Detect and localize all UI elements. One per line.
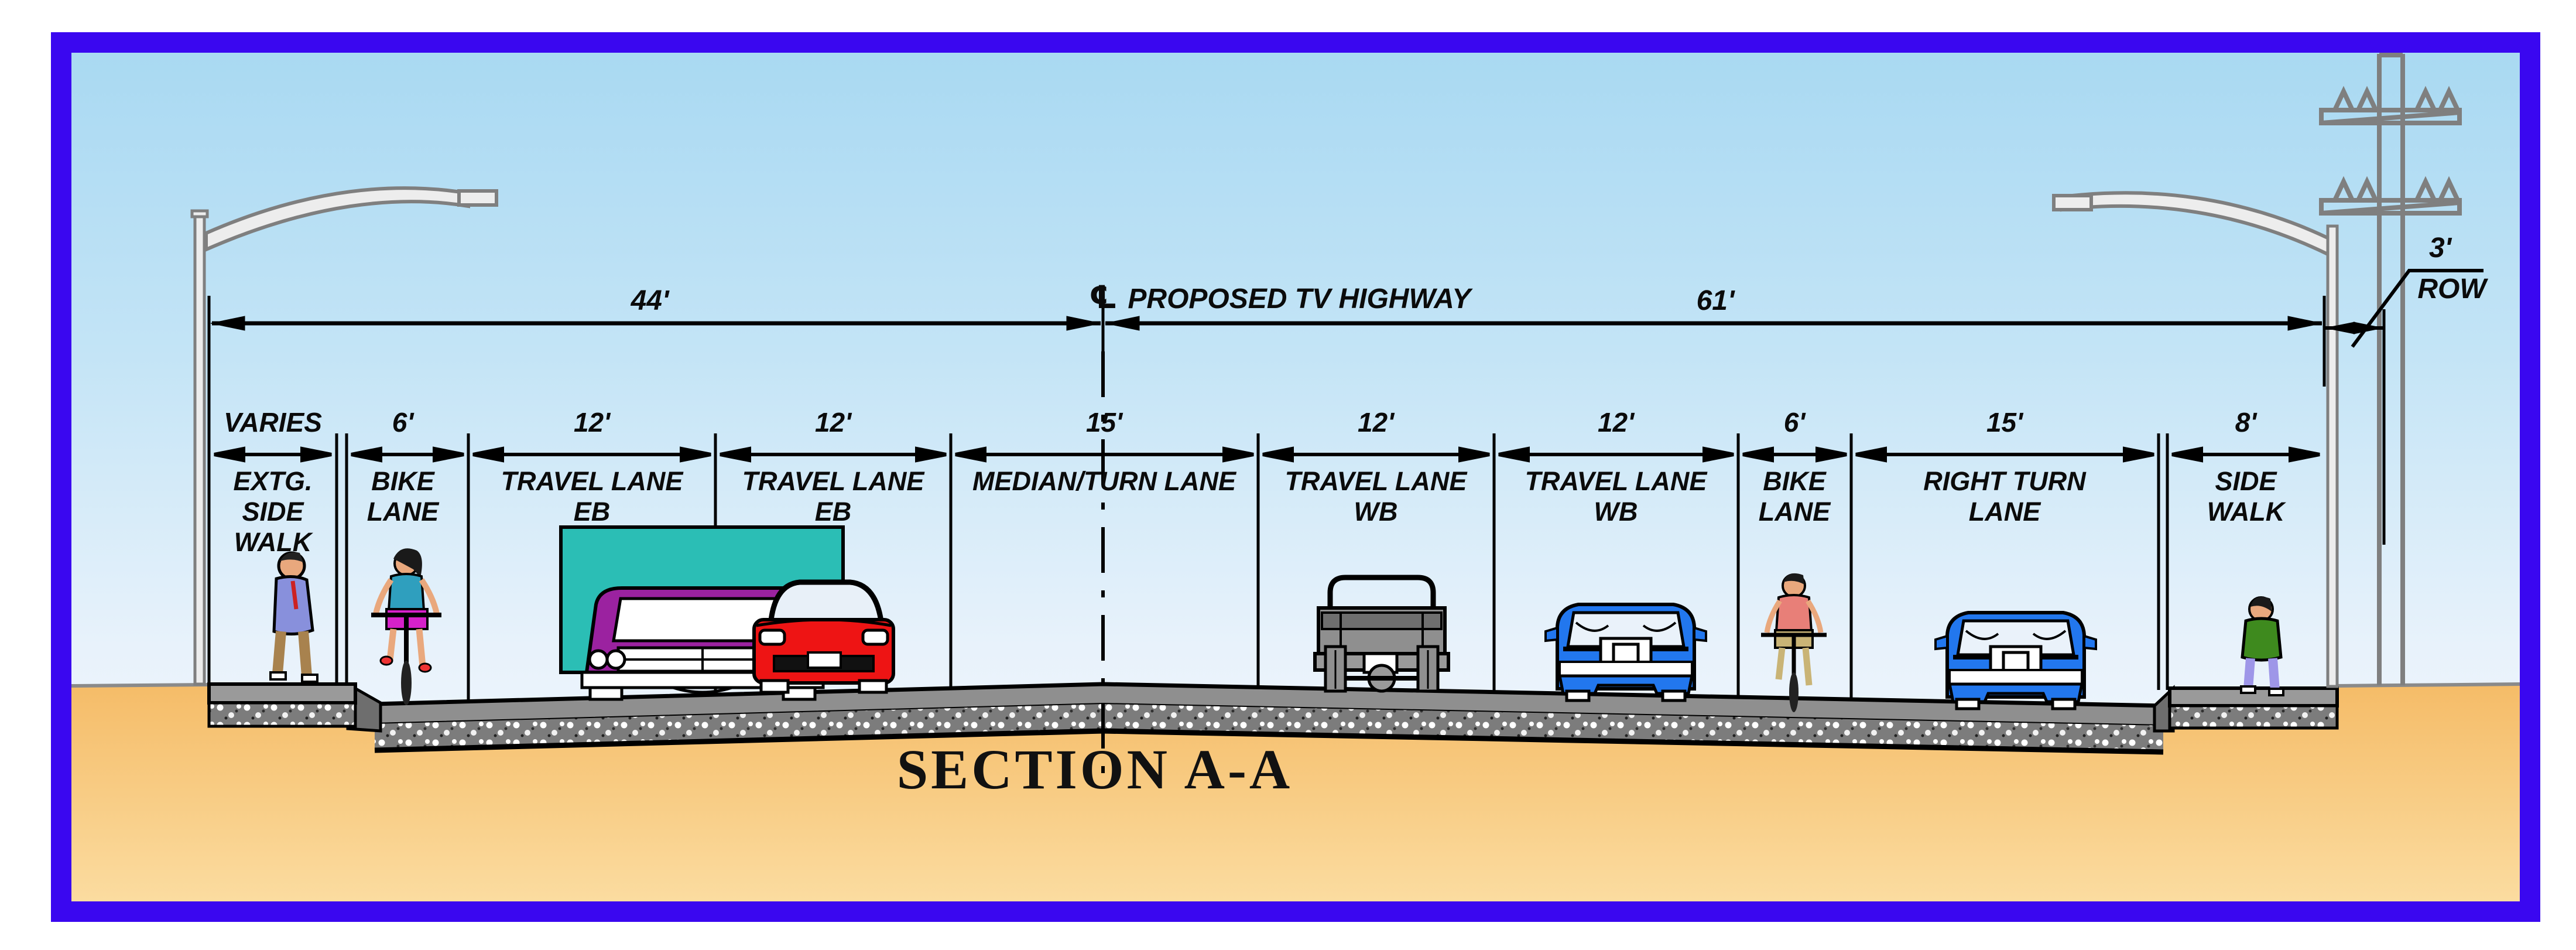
van-wb-graphic (1546, 604, 1706, 700)
centerline-label: PROPOSED TV HIGHWAY (1128, 283, 1471, 315)
lane-width-label: 12' (573, 407, 611, 438)
cyclist-bike-lane-right-graphic (1761, 573, 1827, 712)
section-artwork (71, 53, 2520, 901)
ground-line-right (2335, 682, 2520, 688)
pedestrian-left-graphic (269, 551, 318, 683)
centerline-symbol-icon: ℄ (1089, 279, 1118, 316)
lane-width-label: 15' (1085, 407, 1123, 438)
dimension-left-total: 44' (631, 285, 669, 316)
pickup-wb-graphic (1313, 575, 1450, 693)
lane-width-label: 6' (1783, 407, 1806, 438)
lane-width-label: 12' (1357, 407, 1395, 438)
ground-line-left (71, 683, 210, 688)
lane-width-label: 8' (2235, 407, 2257, 438)
pedestrian-right-graphic (2240, 596, 2284, 696)
dimension-lines (207, 269, 2483, 545)
lane-name-label: BIKE LANE (366, 466, 439, 527)
section-title: SECTION A-A (896, 738, 1293, 801)
lane-name-label: TRAVEL LANE WB (1525, 466, 1707, 527)
lane-width-label: 12' (814, 407, 852, 438)
lane-name-label: TRAVEL LANE EB (501, 466, 683, 527)
lane-width-label: VARIES (224, 407, 322, 438)
lane-width-label: 12' (1597, 407, 1635, 438)
street-light-left (190, 186, 498, 686)
dimension-right-total: 61' (1696, 285, 1735, 316)
lane-width-label: 6' (392, 407, 414, 438)
lane-name-label: SIDE WALK (2207, 466, 2285, 527)
lane-name-label: RIGHT TURN LANE (1923, 466, 2086, 527)
lane-width-arrows (214, 446, 2320, 463)
lane-name-label: EXTG. SIDE WALK (233, 466, 313, 557)
street-light-right (2052, 191, 2339, 688)
cyclist-bike-lane-left-graphic (371, 548, 441, 705)
centerline-callout: ℄ PROPOSED TV HIGHWAY (1089, 279, 1471, 316)
car-eb-graphic (752, 579, 895, 694)
van-right-turn-graphic (1936, 613, 2096, 709)
sidewalk-right (2153, 685, 2339, 733)
lane-width-label: 15' (1986, 407, 2023, 438)
lane-name-label: TRAVEL LANE EB (742, 466, 924, 527)
lane-name-label: BIKE LANE (1758, 466, 1831, 527)
lane-name-label: MEDIAN/TURN LANE (972, 466, 1236, 496)
row-offset-dimension: 3' (2428, 233, 2452, 264)
power-pole (2319, 53, 2462, 685)
lane-name-label: TRAVEL LANE WB (1284, 466, 1467, 527)
row-label: ROW (2417, 274, 2486, 305)
sidewalk-left (207, 681, 382, 733)
